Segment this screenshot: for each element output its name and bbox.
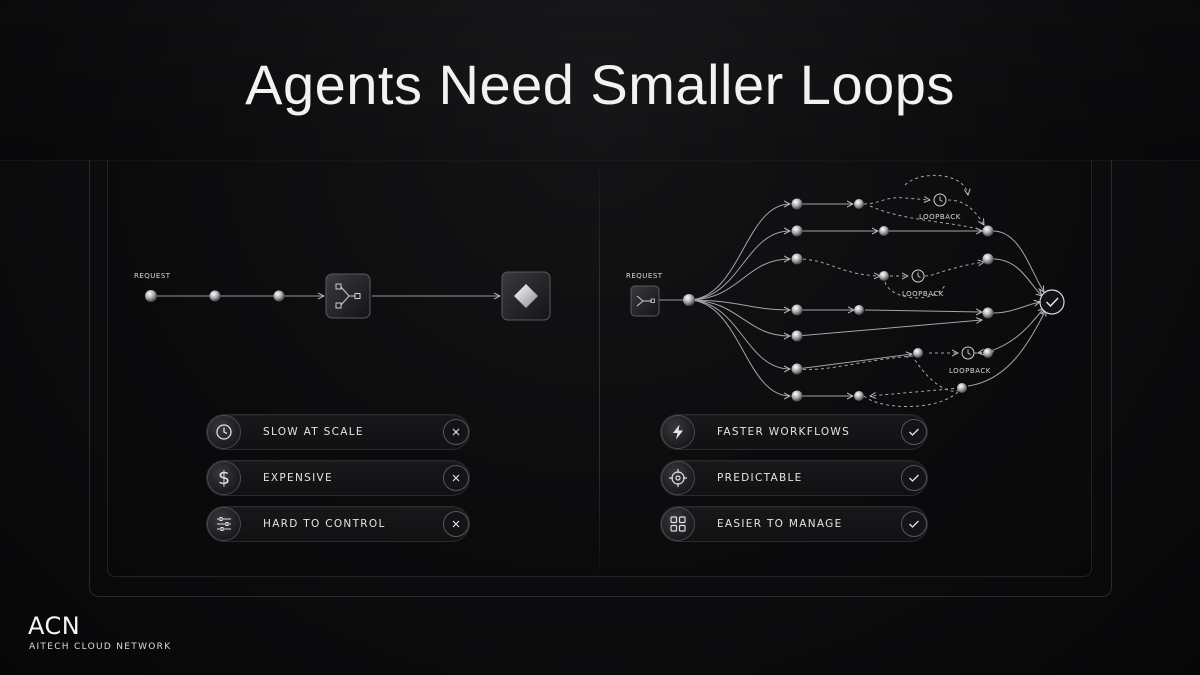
outer-frame <box>89 160 1112 597</box>
check-icon <box>901 465 927 491</box>
feature-pill-easier: EASIER TO MANAGE <box>660 506 928 542</box>
target-icon <box>661 461 695 495</box>
page-title: Agents Need Smaller Loops <box>245 53 955 116</box>
clock-icon <box>911 269 925 283</box>
loopback-label: LOOPBACK <box>949 367 991 375</box>
title-band <box>0 0 1200 161</box>
diamond-tile-icon <box>501 271 551 321</box>
feature-pill-expensive: $ EXPENSIVE <box>206 460 470 496</box>
loopback-label: LOOPBACK <box>902 290 944 298</box>
pill-label: EASIER TO MANAGE <box>717 518 843 530</box>
right-request-label: REQUEST <box>626 272 663 280</box>
feature-pill-hard-to-control: HARD TO CONTROL <box>206 506 470 542</box>
left-node <box>273 290 285 302</box>
pill-label: SLOW AT SCALE <box>263 426 364 438</box>
feature-pill-faster: FASTER WORKFLOWS <box>660 414 928 450</box>
pill-label: EXPENSIVE <box>263 472 333 484</box>
right-branching-flow: REQUEST <box>626 174 1065 408</box>
dollar-icon: $ <box>207 461 241 495</box>
pill-label: HARD TO CONTROL <box>263 518 386 530</box>
brand-name: AITECH CLOUD NETWORK <box>29 642 172 652</box>
router-tile-small-icon <box>630 285 660 317</box>
feature-pill-slow: SLOW AT SCALE <box>206 414 470 450</box>
clock-icon <box>207 415 241 449</box>
check-icon <box>901 419 927 445</box>
clock-icon <box>961 346 975 360</box>
check-circle-icon <box>1039 289 1065 315</box>
feature-pill-predictable: PREDICTABLE <box>660 460 928 496</box>
grid-icon <box>661 507 695 541</box>
x-icon <box>443 511 469 537</box>
pill-label: PREDICTABLE <box>717 472 803 484</box>
brand-logo: ACN <box>28 612 81 640</box>
router-tile-icon <box>325 273 371 319</box>
left-linear-flow: REQUEST <box>134 271 551 321</box>
left-request-label: REQUEST <box>134 272 171 280</box>
check-icon <box>901 511 927 537</box>
left-node <box>209 290 221 302</box>
x-icon <box>443 419 469 445</box>
left-node-start <box>145 290 157 302</box>
panel-divider <box>599 170 600 570</box>
x-icon <box>443 465 469 491</box>
clock-icon <box>933 193 947 207</box>
loopback-label: LOOPBACK <box>919 213 961 221</box>
right-nodes <box>683 198 994 402</box>
lightning-icon <box>661 415 695 449</box>
sliders-icon <box>207 507 241 541</box>
pill-label: FASTER WORKFLOWS <box>717 426 851 438</box>
